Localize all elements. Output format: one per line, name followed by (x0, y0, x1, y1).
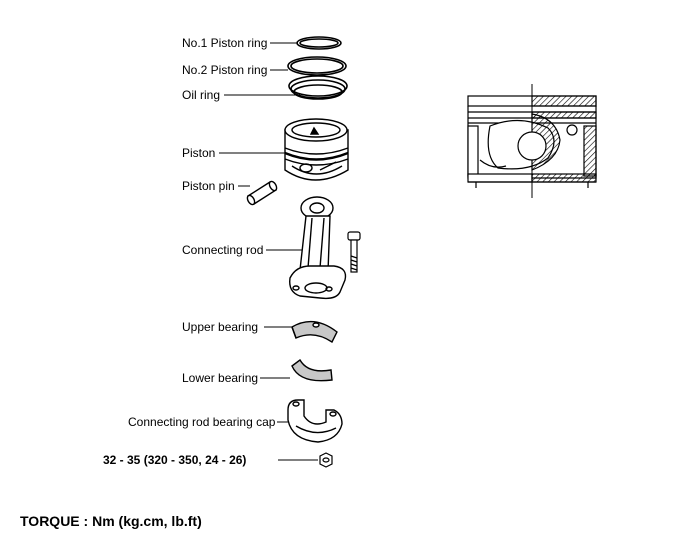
torque-unit-note: TORQUE : Nm (kg.cm, lb.ft) (20, 513, 202, 529)
label-no1-piston-ring: No.1 Piston ring (182, 36, 268, 50)
rod-nut (319, 452, 333, 468)
piston (284, 118, 349, 181)
piston-cross-section (467, 84, 597, 198)
leader-lines (219, 42, 318, 461)
rod-bolt (347, 231, 361, 273)
no1-piston-ring (296, 36, 342, 50)
upper-bearing (291, 320, 338, 344)
no2-piston-ring (287, 56, 347, 76)
label-bearing-cap: Connecting rod bearing cap (128, 415, 276, 429)
connecting-rod-bearing-cap (287, 399, 343, 443)
label-connecting-rod: Connecting rod (182, 243, 264, 257)
label-oil-ring: Oil ring (182, 88, 221, 102)
piston-pin (246, 180, 278, 206)
label-piston: Piston (182, 146, 216, 160)
label-no2-piston-ring: No.2 Piston ring (182, 63, 268, 77)
oil-ring (288, 75, 348, 100)
label-upper-bearing: Upper bearing (182, 320, 259, 334)
connecting-rod (289, 196, 347, 300)
label-nut-torque: 32 - 35 (320 - 350, 24 - 26) (103, 453, 247, 467)
lower-bearing (291, 358, 333, 382)
label-lower-bearing: Lower bearing (182, 371, 259, 385)
label-piston-pin: Piston pin (182, 179, 235, 193)
